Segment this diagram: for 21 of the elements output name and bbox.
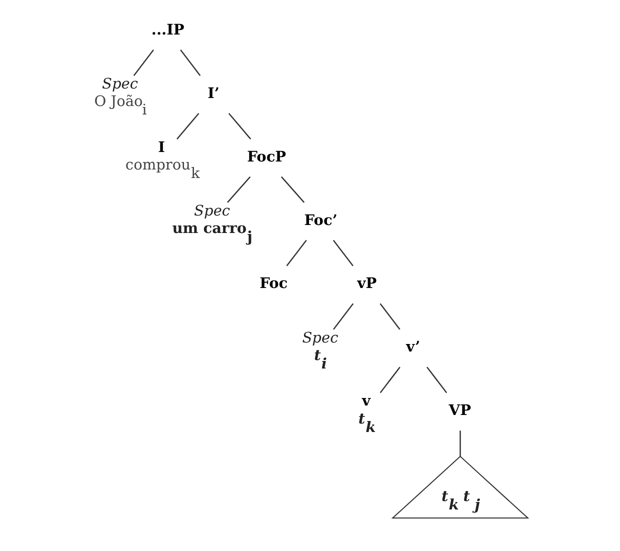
connector — [380, 366, 400, 394]
node-text: FocP — [247, 148, 286, 166]
connector — [228, 112, 252, 140]
node-text: Foc — [260, 275, 288, 292]
connector — [280, 176, 305, 203]
connector — [380, 303, 400, 330]
connector — [227, 176, 251, 203]
connector — [426, 366, 448, 394]
connector — [176, 112, 200, 140]
connector — [133, 50, 154, 76]
node-text: v’ — [406, 338, 420, 356]
node-text: Foc’ — [304, 212, 338, 229]
node-text: VP — [448, 402, 472, 420]
node-text: I’ — [208, 84, 220, 102]
connector — [333, 303, 354, 330]
node-text: ...IP — [151, 21, 184, 38]
connector — [332, 240, 354, 266]
node-text: vP — [357, 275, 377, 292]
connector — [180, 50, 201, 76]
connector — [286, 240, 307, 266]
connector — [460, 430, 461, 456]
